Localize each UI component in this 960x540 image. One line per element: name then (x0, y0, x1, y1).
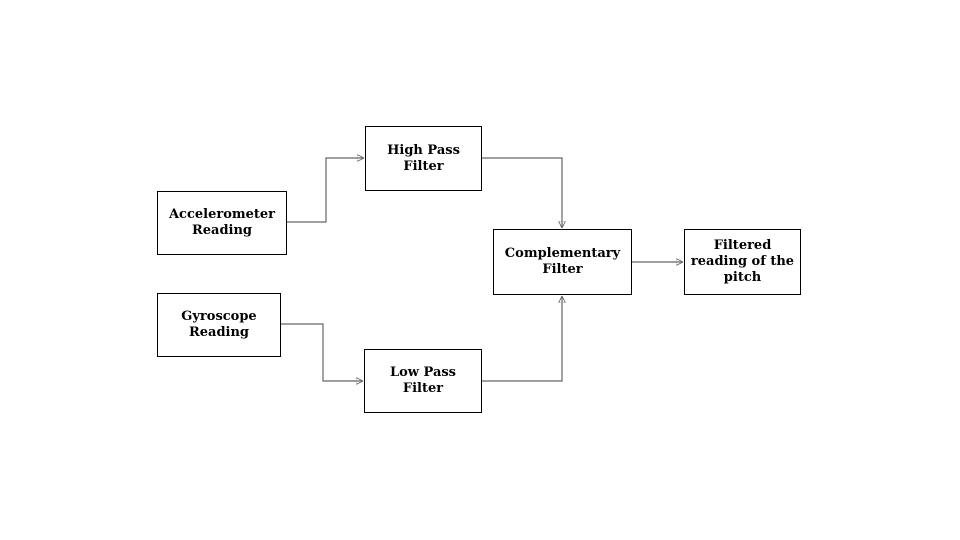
node-gyroscope-reading-label: Gyroscope Reading (181, 309, 257, 340)
node-gyroscope-reading[interactable]: Gyroscope Reading (157, 293, 281, 357)
node-filtered-pitch-output[interactable]: Filtered reading of the pitch (684, 229, 801, 295)
node-filtered-pitch-output-label: Filtered reading of the pitch (690, 238, 795, 285)
node-low-pass-filter[interactable]: Low Pass Filter (364, 349, 482, 413)
connector-highpass-to-complementary[interactable] (482, 157, 562, 228)
node-accelerometer-reading[interactable]: Accelerometer Reading (157, 191, 287, 255)
connector-lowpass-to-complementary[interactable] (482, 296, 562, 382)
node-high-pass-filter[interactable]: High Pass Filter (365, 126, 482, 191)
node-complementary-filter[interactable]: Complementary Filter (493, 229, 632, 295)
node-high-pass-filter-label: High Pass Filter (387, 142, 460, 174)
node-accelerometer-reading-label: Accelerometer Reading (168, 207, 276, 238)
connector-accelerometer-to-highpass[interactable] (287, 158, 364, 223)
node-complementary-filter-label: Complementary Filter (504, 246, 621, 277)
connector-gyroscope-to-lowpass[interactable] (281, 323, 363, 381)
node-low-pass-filter-label: Low Pass Filter (389, 365, 456, 396)
